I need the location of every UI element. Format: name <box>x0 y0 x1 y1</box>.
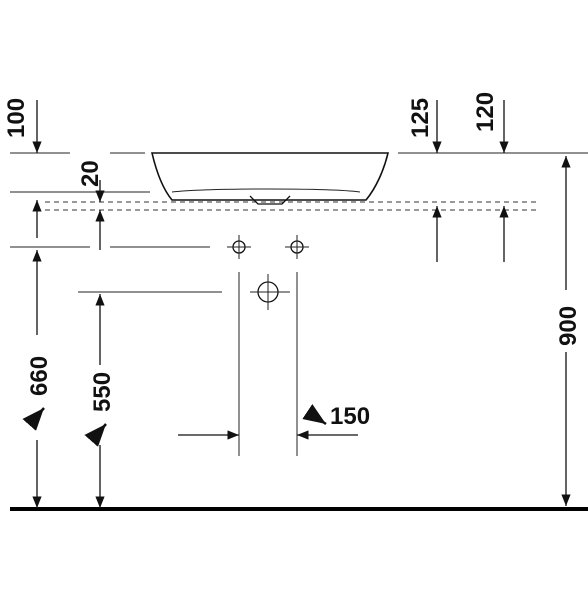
dim-550-label: 550 <box>89 372 116 412</box>
dim-125-label: 125 <box>407 98 434 138</box>
water-connection-right <box>285 235 309 259</box>
waste-connection <box>250 274 290 310</box>
dim-900-label: 900 <box>555 306 582 346</box>
dim-120-label: 120 <box>472 92 499 132</box>
dim-100-label: 100 <box>3 98 30 138</box>
dim-550-pointer <box>84 423 107 447</box>
basin-outline <box>150 152 390 201</box>
water-connection-left <box>227 235 251 259</box>
dim-150-pointer <box>302 404 327 426</box>
dim-660-pointer <box>22 407 45 431</box>
dim-660-label: 660 <box>26 356 53 396</box>
basin-drain <box>249 195 291 205</box>
basin-inner-bottom <box>171 188 361 193</box>
dim-20-label: 20 <box>77 160 104 187</box>
dim-150-label: 150 <box>330 403 370 430</box>
